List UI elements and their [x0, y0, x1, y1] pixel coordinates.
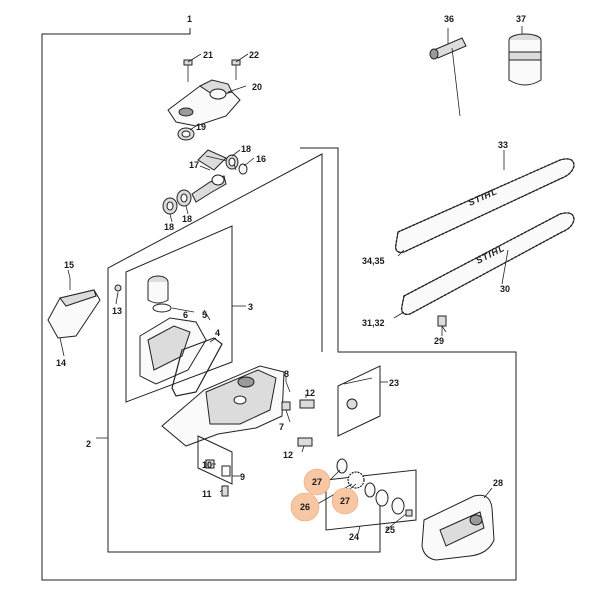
oil-tank-4 [139, 317, 207, 385]
callout-25[interactable]: 25 [385, 525, 395, 535]
callout-3[interactable]: 3 [248, 302, 253, 312]
screw-8 [285, 381, 291, 393]
callout-8[interactable]: 8 [284, 369, 289, 379]
bearing-18-right [176, 189, 192, 207]
cover-14 [47, 289, 101, 339]
callout-10[interactable]: 10 [202, 460, 212, 470]
bearing-19 [177, 127, 195, 141]
spindle-17 [191, 174, 227, 203]
callout-33[interactable]: 33 [498, 140, 508, 150]
callout-18-top[interactable]: 18 [241, 144, 251, 154]
washer-24a [375, 489, 389, 507]
washer-27-right [364, 482, 376, 498]
callout-7[interactable]: 7 [279, 422, 284, 432]
callout-20[interactable]: 20 [252, 82, 262, 92]
gear-housing-2 [161, 365, 285, 447]
callout-18-left[interactable]: 18 [164, 222, 174, 232]
sprocket-26 [347, 471, 365, 489]
callout-16[interactable]: 16 [256, 154, 266, 164]
sprocket-cover-28 [421, 494, 495, 561]
assembly-frame-2 [107, 153, 323, 438]
callout-24[interactable]: 24 [349, 532, 359, 542]
highlight-27-right [331, 487, 359, 515]
guide-bar-top: STIHL [394, 158, 575, 254]
callout-15[interactable]: 15 [64, 260, 74, 270]
washer-16 [238, 163, 248, 175]
gasket-4 [171, 337, 223, 397]
callout-27-right[interactable]: 27 [340, 496, 350, 506]
sub-frame-9 [197, 435, 233, 485]
o-ring-6 [152, 303, 172, 313]
callout-29[interactable]: 29 [434, 336, 444, 346]
assembly-frame-2-lower [107, 438, 381, 553]
sub-frame-23 [337, 365, 381, 437]
callout-1[interactable]: 1 [187, 14, 192, 24]
screw-22 [231, 59, 241, 80]
pin-11 [221, 485, 229, 497]
callout-5[interactable]: 5 [202, 310, 207, 320]
callout-4[interactable]: 4 [215, 328, 220, 338]
screw-7 [281, 401, 291, 411]
callout-11[interactable]: 11 [202, 489, 212, 499]
callout-22[interactable]: 22 [249, 50, 259, 60]
assembly-frame-1 [41, 28, 517, 581]
combination-wrench-36 [429, 37, 467, 117]
callout-30[interactable]: 30 [500, 284, 510, 294]
callout-36[interactable]: 36 [444, 14, 454, 24]
callout-23[interactable]: 23 [389, 378, 399, 388]
callout-14[interactable]: 14 [56, 358, 66, 368]
callout-13[interactable]: 13 [112, 306, 122, 316]
callout-9[interactable]: 9 [240, 472, 245, 482]
washer-24b [391, 497, 405, 515]
callout-17[interactable]: 17 [189, 160, 199, 170]
callout-19[interactable]: 19 [196, 122, 206, 132]
pin-9 [221, 465, 231, 477]
seal-18-top [225, 154, 239, 170]
callout-27-left[interactable]: 27 [312, 477, 322, 487]
callout-18-right[interactable]: 18 [182, 214, 192, 224]
callout-6[interactable]: 6 [183, 310, 188, 320]
filler-cap-5 [147, 275, 169, 304]
plug-12-upper [299, 399, 315, 409]
callout-2[interactable]: 2 [86, 439, 91, 449]
callout-12-lower[interactable]: 12 [283, 450, 293, 460]
grease-tube-37 [508, 33, 542, 86]
washer-27-left [336, 458, 348, 474]
sub-frame-3 [125, 225, 233, 403]
callout-37[interactable]: 37 [516, 14, 526, 24]
callout-21[interactable]: 21 [203, 50, 213, 60]
gear-housing-20 [167, 79, 241, 127]
bearing-18-left [162, 197, 178, 215]
screw-25 [405, 509, 413, 517]
callout-31-32[interactable]: 31,32 [362, 318, 385, 328]
screw-21 [183, 59, 193, 82]
sub-frame-24 [325, 469, 417, 531]
tensioner-23 [343, 377, 373, 410]
callout-26[interactable]: 26 [300, 502, 310, 512]
callout-28[interactable]: 28 [493, 478, 503, 488]
highlight-26 [290, 492, 320, 522]
callout-34-35[interactable]: 34,35 [362, 256, 385, 266]
screw-13 [114, 284, 122, 292]
plug-12-lower [297, 437, 313, 447]
highlight-27-left [303, 468, 331, 496]
callout-12-upper[interactable]: 12 [305, 388, 315, 398]
